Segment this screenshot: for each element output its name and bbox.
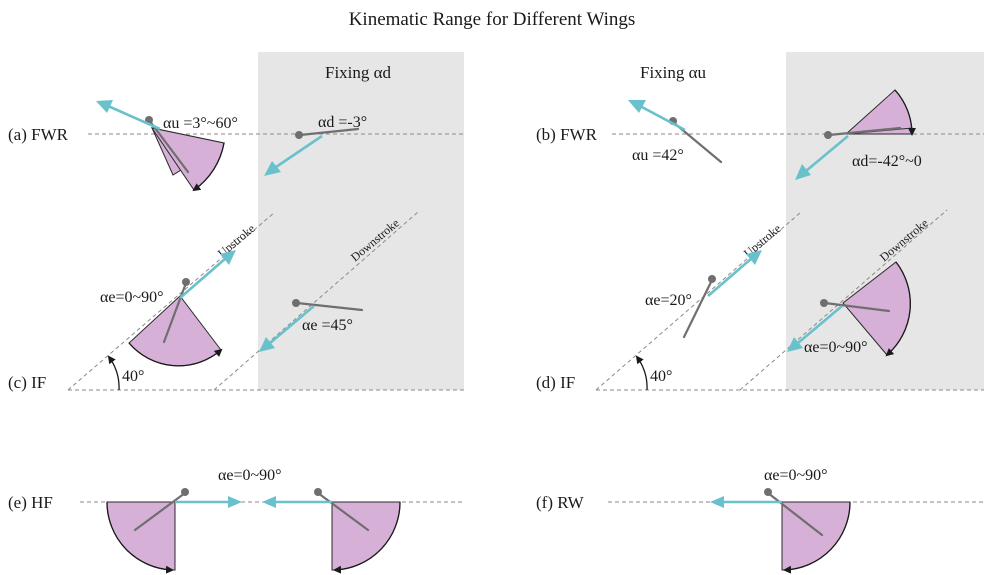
velocity-vector-d (707, 257, 753, 297)
velocity-vector-b-fixed (805, 135, 849, 172)
panel-a: (a) FWR αu =3°~60° αd =-3° (8, 100, 464, 192)
wing-c (162, 281, 188, 344)
fixing-u-label: Fixing αu (640, 63, 707, 82)
velocity-arrowhead-c (220, 250, 236, 265)
downstroke-line-c (213, 211, 419, 391)
panel-b-label: (b) FWR (536, 125, 598, 144)
pivot-c (182, 278, 190, 286)
range-arc-f (783, 501, 851, 574)
alpha-u-range-a: αu =3°~60° (163, 115, 238, 132)
wing-f (766, 491, 824, 537)
wing-a (147, 118, 190, 174)
velocity-arrowhead-c-fixed (259, 337, 275, 352)
pivot-f (764, 488, 772, 496)
alpha-e-range-f: αe=0~90° (764, 467, 828, 484)
velocity-vector-c (179, 257, 227, 299)
velocity-arrowhead-b-fixed (795, 164, 811, 180)
alpha-d-fixed-a: αd =-3° (318, 114, 367, 131)
velocity-vector-c-fixed (269, 305, 315, 344)
range-arc-a (192, 142, 225, 192)
velocity-vector-a-fixed (275, 134, 323, 169)
panel-e-label: (e) HF (8, 493, 53, 512)
range-arc-e-left (106, 501, 174, 574)
alpha-e-fixed-d: αe=20° (645, 292, 692, 309)
upstroke-line-d (595, 211, 802, 391)
fixing-d-label: Fixing αd (325, 63, 392, 82)
range-sector-e-left (106, 501, 176, 571)
panel-f-label: (f) RW (536, 493, 585, 512)
pivot-b-fixed (824, 131, 832, 139)
pivot-c-fixed (292, 299, 300, 307)
alpha-e-fixed-c: αe =45° (302, 317, 353, 334)
panel-a-label: (a) FWR (8, 125, 69, 144)
alpha-d-range-b: αd=-42°~0 (852, 153, 922, 170)
velocity-arrowhead-e-right (262, 496, 276, 508)
velocity-arrowhead-f (710, 496, 724, 508)
range-arc-d (885, 261, 911, 357)
incline-arc-d (635, 355, 648, 391)
range-arc-b (894, 89, 916, 136)
pivot-d (708, 275, 716, 283)
downstroke-line-d (739, 209, 948, 391)
pivot-e-left (181, 488, 189, 496)
incline-arc-c (107, 355, 120, 391)
panel-e: (e) HF αe=0~90° (8, 467, 464, 574)
wing-e-left (133, 491, 187, 532)
range-arc-e-right (333, 501, 401, 574)
velocity-vector-b (639, 104, 686, 132)
shaded-region-fixing-d (258, 52, 464, 390)
alpha-u-fixed-b: αu =42° (632, 147, 684, 164)
velocity-arrowhead-a-fixed (264, 161, 281, 176)
wing-d-fixed (823, 301, 891, 313)
velocity-arrowhead-d-fixed (787, 337, 803, 352)
panel-b: (b) FWR αu =42° αd=-42°~0 (536, 89, 984, 180)
wing-d (682, 278, 714, 339)
wing-e-right (316, 491, 370, 532)
incline-angle-c: 40° (122, 368, 144, 385)
velocity-arrowhead-a (96, 100, 113, 113)
figure-title: Kinematic Range for Different Wings (349, 9, 636, 30)
velocity-arrowhead-e-left (228, 496, 242, 508)
panel-c-label: (c) IF (8, 373, 46, 392)
velocity-vector-d-fixed (797, 305, 843, 344)
pivot-d-fixed (820, 299, 828, 307)
alpha-e-range-e: αe=0~90° (218, 467, 282, 484)
range-arc-c (128, 342, 223, 367)
alpha-e-range-d: αe=0~90° (804, 339, 868, 356)
velocity-arrowhead-d (746, 250, 762, 265)
velocity-vector-a (107, 104, 161, 131)
incline-angle-d: 40° (650, 368, 672, 385)
wing-a-fixed (298, 127, 360, 137)
alpha-e-range-c: αe=0~90° (100, 289, 164, 306)
panel-f: (f) RW αe=0~90° (536, 467, 984, 574)
velocity-arrowhead-b (628, 100, 646, 113)
pivot-e-right (314, 488, 322, 496)
upstroke-line-c (67, 211, 276, 391)
panel-d-label: (d) IF (536, 373, 575, 392)
wing-c-fixed (295, 301, 364, 312)
pivot-a-fixed (295, 131, 303, 139)
wing-b-fixed (827, 126, 902, 137)
